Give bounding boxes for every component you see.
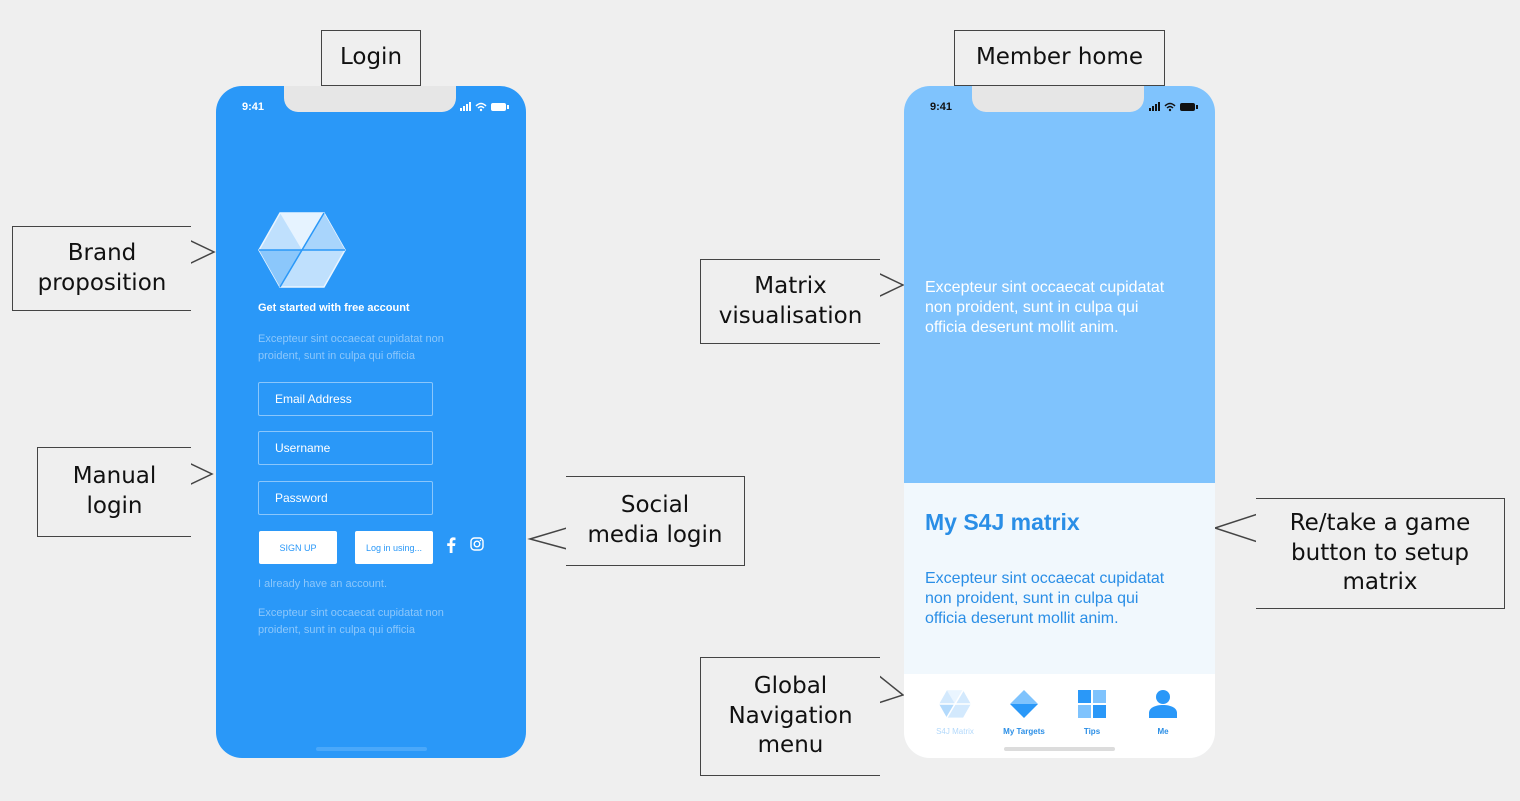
phone-notch [972, 86, 1144, 112]
nav-item-s4j-matrix[interactable]: S4J Matrix [925, 689, 985, 736]
footer-line1: Excepteur sint occaecat cupidatat non [258, 607, 444, 619]
status-icons [1149, 99, 1201, 117]
brand-callout-pointer [188, 227, 216, 311]
retake-label-line2: button to setup [1291, 539, 1469, 566]
matrix-label-line2: visualisation [718, 302, 863, 329]
cube-icon [939, 689, 971, 719]
signal-wifi-battery-icon [1149, 102, 1198, 112]
brand-label-line1: Brand [67, 239, 137, 266]
intro-line2: proident, sunt in culpa qui officia [258, 350, 415, 362]
matrix-title[interactable]: My S4J matrix [925, 509, 1080, 535]
retake-label-line1: Re/take a game [1289, 509, 1471, 536]
footer-line2: proident, sunt in culpa qui officia [258, 624, 415, 636]
brand-label-line2: proposition [37, 269, 167, 296]
login-intro-text: Excepteur sint occaecat cupidatat non pr… [258, 331, 444, 365]
member-home-label-text: Member home [975, 44, 1144, 71]
nav-callout-pointer [877, 658, 905, 776]
social-login-label: Social media login [566, 476, 745, 566]
manual-label-line2: login [86, 493, 143, 519]
nav-item-tips[interactable]: Tips [1062, 690, 1122, 736]
retake-callout-pointer [1212, 499, 1259, 609]
nav-item-my-targets[interactable]: My Targets [994, 690, 1054, 736]
home-indicator [316, 747, 427, 751]
nav-item-me[interactable]: Me [1133, 690, 1193, 736]
diamond-icon [1010, 690, 1038, 718]
nav-label-line3: menu [757, 732, 824, 759]
nav-label-line1: Global [753, 672, 828, 699]
password-field[interactable]: Password [258, 481, 433, 515]
brand-cube-logo-icon [258, 212, 346, 288]
matrix-label-line1: Matrix [754, 272, 827, 299]
login-label: Login [321, 30, 421, 86]
grid-icon [1078, 690, 1106, 718]
matrix-line2: non proident, sunt in culpa qui [925, 299, 1139, 316]
member-home-phone-screen: Excepteur sint occaecat cupidatat non pr… [904, 86, 1215, 758]
signal-wifi-battery-icon [460, 102, 509, 112]
nav-label-tips: Tips [1083, 727, 1101, 736]
manual-callout-pointer [188, 448, 214, 537]
member-home-label: Member home [954, 30, 1165, 86]
phone-notch [284, 86, 456, 112]
user-icon [1149, 690, 1177, 718]
brand-proposition-label: Brand proposition [12, 226, 191, 311]
nav-label-line2: Navigation [728, 702, 853, 729]
login-phone-screen: 9:41 Get started with free account Excep… [216, 86, 526, 758]
global-navigation-label: Global Navigation menu [700, 657, 880, 776]
username-field[interactable]: Username [258, 431, 433, 465]
home-indicator [1004, 747, 1115, 751]
login-heading: Get started with free account [258, 302, 410, 314]
social-label-line1: Social [620, 492, 690, 519]
matrix-visualisation-label: Matrix visualisation [700, 259, 880, 344]
nav-label-s4j-matrix: S4J Matrix [936, 727, 974, 736]
body-line1: Excepteur sint occaecat cupidatat [925, 570, 1165, 587]
body-line2: non proident, sunt in culpa qui [925, 590, 1139, 607]
intro-line1: Excepteur sint occaecat cupidatat non [258, 333, 444, 345]
social-callout-pointer [527, 477, 568, 566]
retake-game-label: Re/take a game button to setup matrix [1256, 498, 1505, 609]
matrix-visualisation-area: Excepteur sint occaecat cupidatat non pr… [904, 86, 1215, 483]
body-line3: officia deserunt mollit anim. [925, 610, 1119, 627]
status-icons [460, 99, 512, 117]
login-using-button[interactable]: Log in using... [355, 531, 433, 564]
status-bar: 9:41 [216, 86, 526, 126]
manual-login-label: Manual login [37, 447, 191, 537]
matrix-line1: Excepteur sint occaecat cupidatat [925, 279, 1165, 296]
status-bar: 9:41 [904, 86, 1215, 126]
nav-label-my-targets: My Targets [1003, 727, 1045, 736]
global-navigation-bar: S4J Matrix My Targets Tips Me [904, 674, 1215, 758]
status-time: 9:41 [930, 101, 953, 113]
have-account-link[interactable]: I already have an account. [258, 578, 388, 590]
matrix-body-text: Excepteur sint occaecat cupidatat non pr… [925, 569, 1164, 629]
email-field[interactable]: Email Address [258, 382, 433, 416]
facebook-icon[interactable] [446, 537, 456, 553]
status-time: 9:41 [242, 101, 265, 113]
matrix-description: Excepteur sint occaecat cupidatat non pr… [925, 278, 1164, 338]
retake-label-line3: matrix [1342, 569, 1418, 596]
social-label-line2: media login [587, 522, 723, 548]
nav-label-me: Me [1157, 727, 1169, 736]
matrix-callout-pointer [877, 260, 905, 344]
manual-label-line1: Manual [72, 463, 157, 490]
login-footer-text: Excepteur sint occaecat cupidatat non pr… [258, 605, 444, 639]
sign-up-button[interactable]: SIGN UP [259, 531, 337, 564]
instagram-icon[interactable] [470, 537, 484, 551]
matrix-line3: officia deserunt mollit anim. [925, 319, 1119, 336]
login-label-text: Login [339, 44, 403, 71]
